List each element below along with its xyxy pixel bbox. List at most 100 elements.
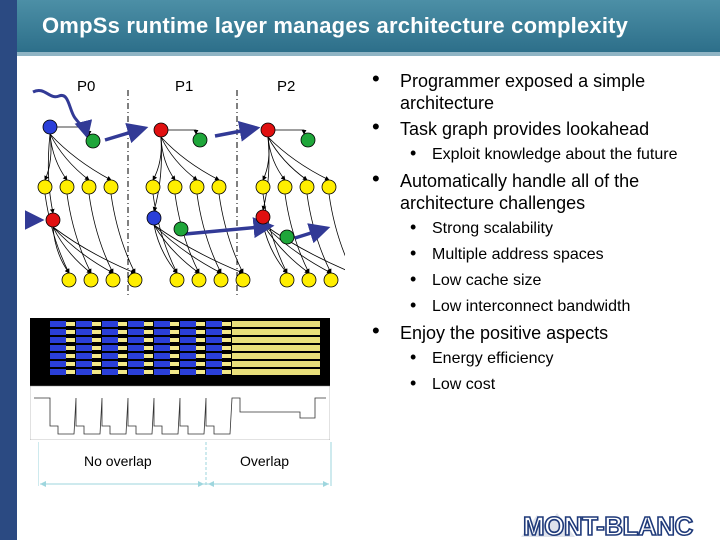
trace-compute-block bbox=[76, 329, 92, 335]
task-node-yellow bbox=[105, 272, 121, 288]
trace-overlap-block bbox=[232, 321, 320, 327]
trace-compute-block bbox=[180, 321, 196, 327]
graph-edge bbox=[262, 223, 354, 274]
sub-bullet-item: Energy efficiency bbox=[370, 347, 710, 369]
trace-compute-block bbox=[180, 369, 196, 375]
node-green bbox=[85, 133, 101, 149]
trace-compute-block bbox=[128, 337, 144, 343]
trace-transfer-block bbox=[92, 322, 101, 326]
data-transfer-arrow bbox=[104, 122, 149, 144]
graph-edge bbox=[49, 133, 112, 181]
trace-transfer-block bbox=[144, 330, 153, 334]
trace-transfer-block bbox=[222, 362, 231, 366]
trace-compute-block bbox=[154, 321, 170, 327]
trace-compute-block bbox=[50, 321, 66, 327]
trace-transfer-block bbox=[222, 354, 231, 358]
task-node-yellow bbox=[299, 179, 315, 195]
no-overlap-label: No overlap bbox=[84, 453, 152, 469]
mid-node-blue bbox=[146, 210, 162, 226]
node-green bbox=[300, 132, 316, 148]
trace-transfer-block bbox=[66, 338, 75, 342]
task-node-yellow bbox=[235, 272, 251, 288]
task-node-yellow bbox=[81, 179, 97, 195]
task-node-yellow bbox=[277, 179, 293, 195]
graph-edge bbox=[52, 226, 114, 274]
graph-edge bbox=[153, 224, 200, 274]
node-green bbox=[173, 221, 189, 237]
trace-compute-block bbox=[154, 329, 170, 335]
trace-transfer-block bbox=[66, 346, 75, 350]
task-node-yellow bbox=[211, 179, 227, 195]
trace-transfer-block bbox=[118, 338, 127, 342]
task-node-yellow bbox=[103, 179, 119, 195]
title-bar: OmpSs runtime layer manages architecture… bbox=[17, 0, 720, 56]
task-node-yellow bbox=[301, 272, 317, 288]
trace-transfer-block bbox=[66, 370, 75, 374]
trace-compute-block bbox=[76, 353, 92, 359]
trace-transfer-block bbox=[170, 354, 179, 358]
task-node-yellow bbox=[323, 272, 339, 288]
trace-compute-block bbox=[180, 345, 196, 351]
trace-compute-block bbox=[76, 369, 92, 375]
overlap-axis-svg bbox=[37, 442, 332, 487]
graph-edge bbox=[110, 193, 136, 274]
trace-compute-block bbox=[206, 345, 222, 351]
trace-compute-block bbox=[76, 345, 92, 351]
trace-timeline-panel bbox=[30, 318, 330, 386]
trace-compute-block bbox=[76, 337, 92, 343]
graph-edge bbox=[52, 226, 136, 274]
trace-transfer-block bbox=[170, 362, 179, 366]
trace-transfer-block bbox=[222, 346, 231, 350]
node-green bbox=[279, 229, 295, 245]
trace-transfer-block bbox=[196, 330, 205, 334]
trace-compute-block bbox=[128, 369, 144, 375]
trace-transfer-block bbox=[66, 362, 75, 366]
trace-svg bbox=[29, 318, 331, 441]
trace-transfer-block bbox=[144, 354, 153, 358]
graph-edge bbox=[196, 193, 222, 274]
trace-transfer-block bbox=[170, 330, 179, 334]
trace-compute-block bbox=[206, 353, 222, 359]
trace-transfer-block bbox=[222, 330, 231, 334]
processor-label-p2: P2 bbox=[277, 78, 296, 95]
trace-transfer-block bbox=[66, 322, 75, 326]
trace-transfer-block bbox=[118, 362, 127, 366]
trace-compute-block bbox=[154, 337, 170, 343]
graph-edge bbox=[49, 133, 90, 181]
overlap-axis: No overlap Overlap bbox=[37, 440, 332, 488]
graph-edge bbox=[267, 136, 308, 181]
root-node-red bbox=[260, 122, 276, 138]
graph-edge bbox=[152, 136, 162, 212]
task-node-yellow bbox=[213, 272, 229, 288]
graph-edge bbox=[153, 224, 222, 274]
task-node-yellow bbox=[321, 179, 337, 195]
trace-transfer-block bbox=[118, 354, 127, 358]
trace-compute-block bbox=[76, 361, 92, 367]
task-node-yellow bbox=[37, 179, 53, 195]
trace-compute-block bbox=[50, 361, 66, 367]
sub-bullet-item: Strong scalability bbox=[370, 217, 710, 239]
trace-overlap-block bbox=[232, 361, 320, 367]
task-node-yellow bbox=[189, 179, 205, 195]
graph-edge bbox=[275, 129, 307, 135]
trace-transfer-block bbox=[144, 370, 153, 374]
task-graph-diagram: P0 P1 P2 bbox=[23, 70, 361, 300]
task-node-yellow bbox=[167, 179, 183, 195]
trace-compute-block bbox=[102, 329, 118, 335]
task-node-yellow bbox=[83, 272, 99, 288]
trace-transfer-block bbox=[144, 346, 153, 350]
logo-text: MONT-BLANC bbox=[523, 511, 693, 539]
task-node-yellow bbox=[61, 272, 77, 288]
trace-compute-block bbox=[50, 353, 66, 359]
trace-compute-block bbox=[180, 329, 196, 335]
graph-edge bbox=[52, 226, 70, 274]
trace-compute-block bbox=[206, 329, 222, 335]
trace-transfer-block bbox=[118, 330, 127, 334]
trace-compute-block bbox=[102, 345, 118, 351]
graph-edge bbox=[47, 133, 55, 214]
trace-transfer-block bbox=[170, 322, 179, 326]
bullet-item: Programmer exposed a simple architecture bbox=[370, 68, 710, 114]
trace-transfer-block bbox=[196, 370, 205, 374]
node-green bbox=[192, 132, 208, 148]
trace-compute-block bbox=[128, 361, 144, 367]
